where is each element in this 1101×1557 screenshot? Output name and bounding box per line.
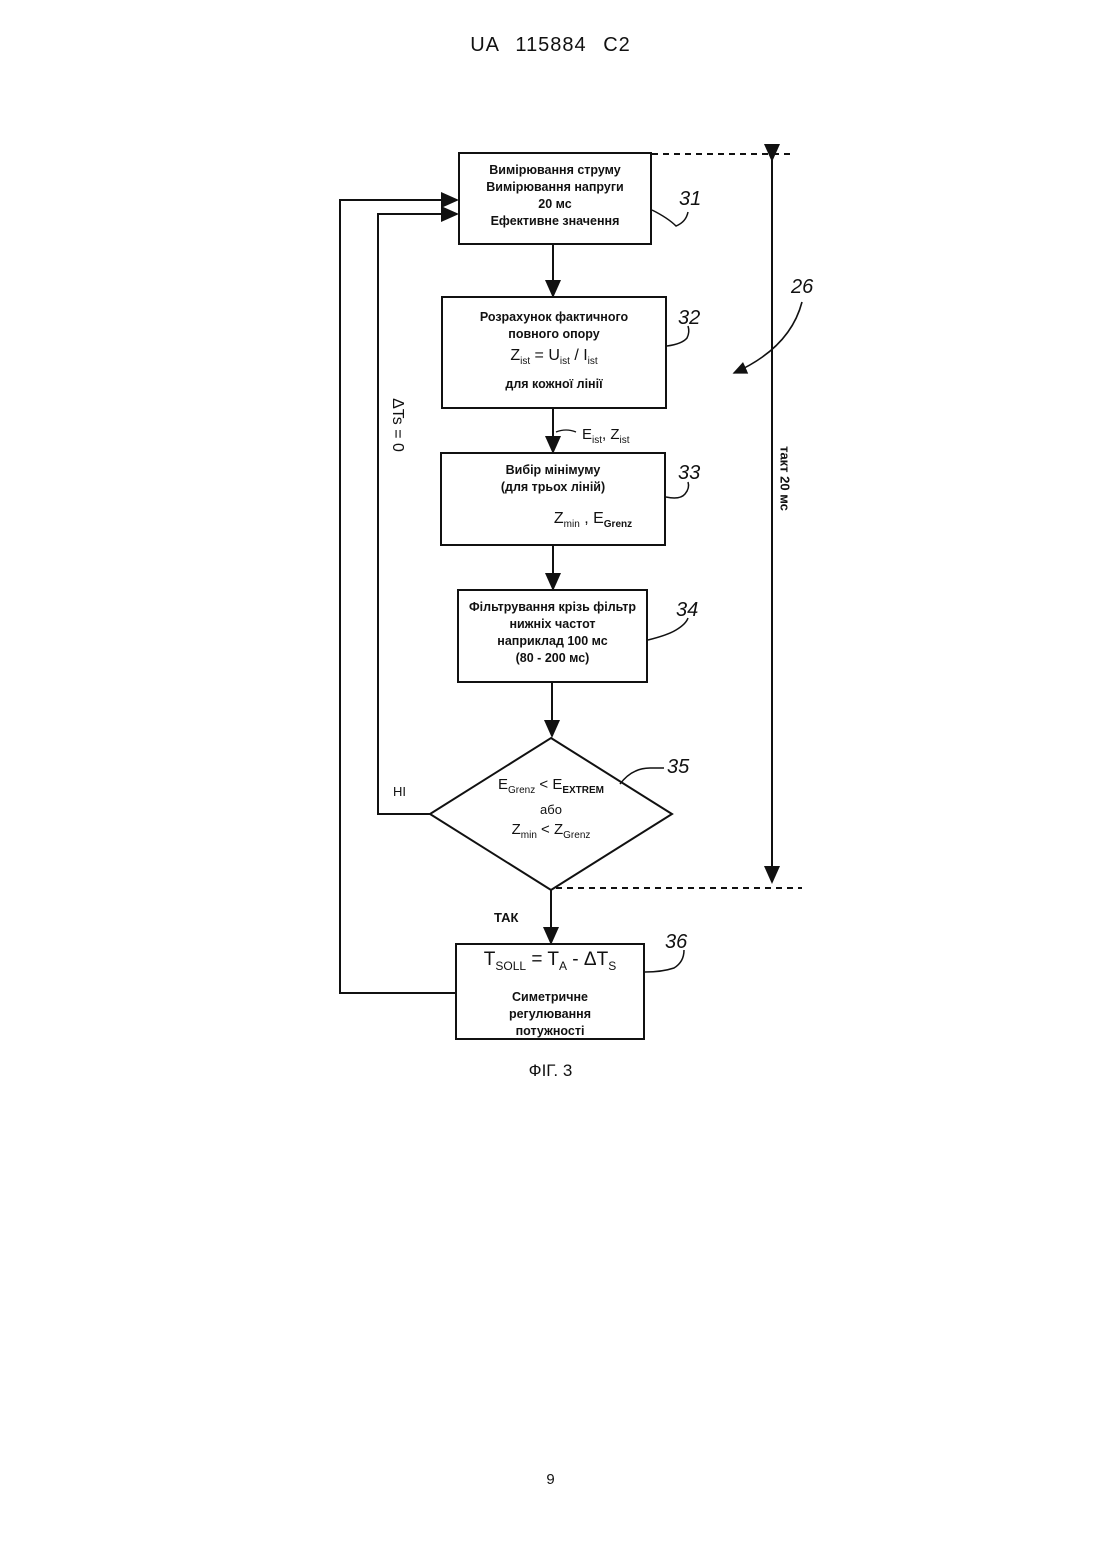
block-power-control: TSOLL = TA - ΔTS Симетричне регулювання … — [455, 943, 645, 1040]
block31-line1: Вимірювання струму — [460, 162, 650, 179]
cycle-label: такт 20 мс — [778, 434, 793, 524]
ref-31: 31 — [679, 188, 701, 211]
block32-line1: Розрахунок фактичного — [443, 309, 665, 326]
block33-line2: (для трьох ліній) — [442, 479, 664, 496]
impedance-formula: Zist = Uist / Iist — [443, 347, 665, 370]
page-number: 9 — [0, 1471, 1101, 1488]
decision-text: EGrenz < EEXTREM або Zmin < ZGrenz — [470, 776, 632, 841]
decision-cond1: EGrenz < EEXTREM — [470, 776, 632, 796]
ref-32: 32 — [678, 307, 700, 330]
block31-line3: 20 мс — [460, 196, 650, 213]
block36-line3: потужності — [457, 1023, 643, 1040]
block33-line1: Вибір мінімуму — [442, 462, 664, 479]
block-impedance-calc: Розрахунок фактичного повного опору Zist… — [441, 296, 667, 409]
block36-line2: регулювання — [457, 1006, 643, 1023]
block34-line1: Фільтрування крізь фільтр — [459, 599, 646, 616]
no-label: НІ — [393, 784, 406, 799]
loop-label: ΔTs = 0 — [388, 390, 406, 460]
decision-or: або — [470, 802, 632, 817]
block32-line3: для кожної лінії — [443, 376, 665, 393]
ref-35: 35 — [667, 756, 689, 779]
block-min-select: Вибір мінімуму (для трьох ліній) Zmin , … — [440, 452, 666, 546]
eist-zist-label: Eist, Zist — [582, 426, 630, 446]
block34-line4: (80 - 200 мс) — [459, 650, 646, 667]
ref-26: 26 — [791, 276, 813, 299]
block34-line3: наприклад 100 мс — [459, 633, 646, 650]
min-formula: Zmin , EGrenz — [442, 510, 664, 533]
ref-33: 33 — [678, 462, 700, 485]
block-lowpass-filter: Фільтрування крізь фільтр нижніх частот … — [457, 589, 648, 683]
block31-line2: Вимірювання напруги — [460, 179, 650, 196]
outer-loop-line — [340, 200, 457, 993]
tsoll-formula: TSOLL = TA - ΔTS — [457, 947, 643, 979]
block31-line4: Ефективне значення — [460, 213, 650, 230]
block-measurement: Вимірювання струму Вимірювання напруги 2… — [458, 152, 652, 245]
block32-line2: повного опору — [443, 326, 665, 343]
decision-cond2: Zmin < ZGrenz — [470, 821, 632, 841]
ref-36: 36 — [665, 931, 687, 954]
yes-label: ТАК — [494, 910, 518, 925]
figure-caption: ФІГ. 3 — [0, 1061, 1101, 1081]
ref-34: 34 — [676, 599, 698, 622]
block34-line2: нижніх частот — [459, 616, 646, 633]
block36-line1: Симетричне — [457, 989, 643, 1006]
